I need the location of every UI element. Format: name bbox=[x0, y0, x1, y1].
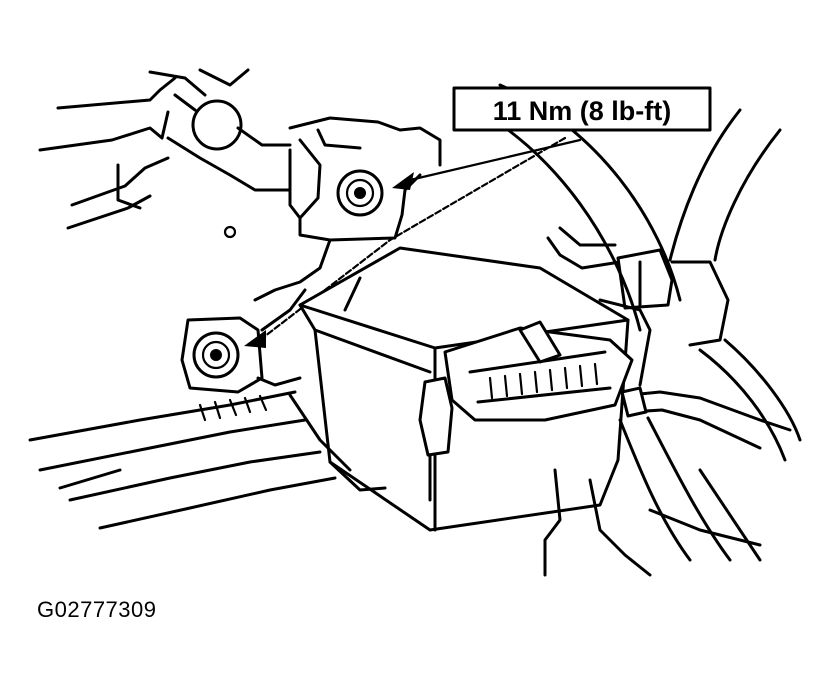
mounting-bracket bbox=[253, 116, 442, 302]
torque-callout: 11 Nm (8 lb-ft) bbox=[452, 86, 712, 132]
body-panel-upper-left bbox=[38, 68, 292, 239]
electronic-module bbox=[298, 246, 634, 532]
figure-id: G02777309 bbox=[37, 597, 157, 622]
lower-bolt bbox=[180, 288, 307, 394]
torque-callout-text: 11 Nm (8 lb-ft) bbox=[493, 96, 672, 126]
upper-bolt bbox=[336, 169, 384, 217]
wiring-harness-left bbox=[28, 390, 352, 530]
wiring-harness-right bbox=[546, 226, 792, 450]
